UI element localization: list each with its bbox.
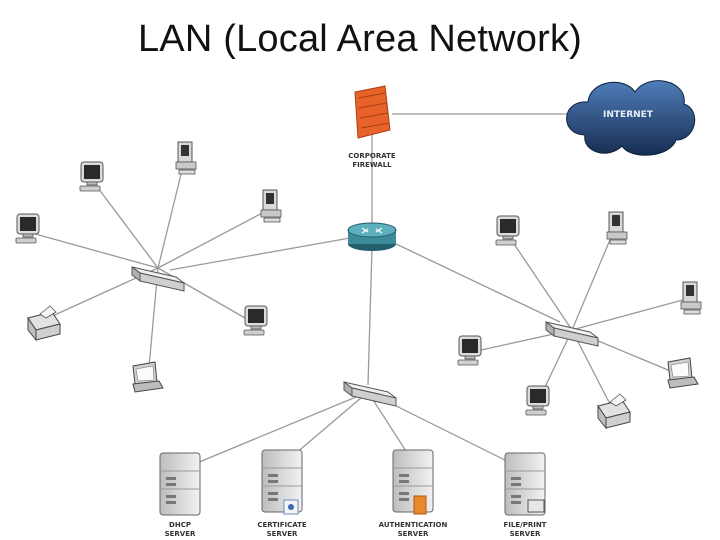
workstation-icon — [525, 385, 550, 416]
firewall-label-line1: CORPORATE — [348, 152, 396, 160]
server-authentication: AUTHENTICATION SERVER — [379, 449, 448, 538]
desktop-tower-icon — [260, 189, 282, 223]
workstation-icon — [243, 305, 268, 336]
firewall-icon — [354, 85, 391, 139]
workstation-icon — [457, 335, 482, 366]
workstation-icon — [79, 161, 104, 192]
corporate-firewall: CORPORATE FIREWALL — [348, 85, 396, 169]
server-label-line2: SERVER — [165, 530, 196, 538]
link-router-left-switch — [169, 237, 351, 271]
server-label-line1: FILE/PRINT — [504, 521, 547, 529]
server-dhcp: DHCP SERVER — [159, 452, 201, 538]
link-left-laptop — [147, 267, 159, 379]
server-label-line1: CERTIFICATE — [257, 521, 307, 529]
printer-badge-icon — [527, 499, 545, 513]
link-right-printer — [571, 329, 613, 409]
link-left-pc4 — [27, 231, 159, 269]
desktop-tower-icon — [680, 281, 702, 315]
diagram-title: LAN (Local Area Network) — [137, 18, 583, 60]
server-fileprint: FILE/PRINT SERVER — [504, 452, 547, 538]
core-switch-icon — [343, 381, 397, 407]
link-router-core-switch — [367, 247, 373, 386]
internet-cloud: INTERNET — [566, 80, 696, 156]
link-right-pc2 — [571, 227, 616, 331]
link-core-dhcp — [179, 391, 369, 471]
workstation-icon — [15, 213, 40, 244]
server-label-line1: DHCP — [169, 521, 191, 529]
server-label-line2: SERVER — [267, 530, 298, 538]
cloud-icon — [566, 80, 696, 156]
laptop-icon — [132, 361, 164, 393]
link-left-pc3 — [157, 209, 269, 269]
link-left-pc1 — [91, 179, 159, 269]
core-router — [347, 222, 397, 251]
server-label-line2: SERVER — [398, 530, 429, 538]
printer-icon — [27, 305, 61, 341]
firewall-label-line2: FIREWALL — [352, 161, 392, 169]
printer-icon — [597, 393, 631, 429]
link-left-pc2 — [157, 157, 186, 269]
server-label-line2: SERVER — [510, 530, 541, 538]
link-router-right-switch — [393, 242, 561, 323]
desktop-tower-icon — [175, 141, 197, 175]
server-label-line1: AUTHENTICATION — [379, 521, 448, 529]
laptop-icon — [667, 357, 699, 389]
key-icon — [413, 495, 427, 515]
link-right-pc3 — [571, 297, 691, 331]
internet-label: INTERNET — [603, 110, 654, 120]
desktop-tower-icon — [606, 211, 628, 245]
link-right-pc1 — [507, 234, 573, 331]
workstation-icon — [495, 215, 520, 246]
server-icon — [159, 452, 201, 516]
server-certificate: CERTIFICATE SERVER — [257, 449, 307, 538]
connections — [27, 113, 691, 471]
server-icon — [392, 449, 434, 513]
